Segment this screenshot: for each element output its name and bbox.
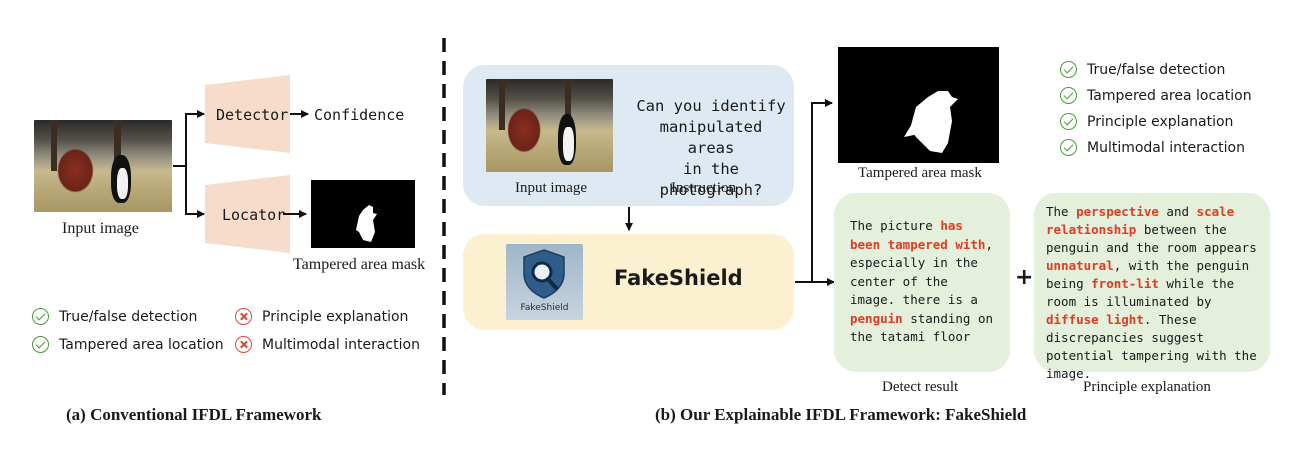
detect-result-text: The picture has been tampered with, espe… bbox=[850, 217, 1000, 347]
input-image-right bbox=[486, 79, 613, 172]
text-segment: while the room is illuminated by bbox=[1046, 276, 1235, 309]
mask-caption-left: Tampered area mask bbox=[293, 256, 426, 273]
check-circle-icon bbox=[32, 308, 49, 325]
text-segment: between the penguin and the room appears bbox=[1046, 222, 1257, 255]
model-name: FakeShield bbox=[614, 266, 743, 290]
detector-module bbox=[205, 75, 290, 153]
plus-sign: + bbox=[1015, 265, 1034, 290]
right-title: (b) Our Explainable IFDL Framework: Fake… bbox=[655, 405, 1027, 424]
check-item: True/false detection bbox=[32, 308, 197, 325]
text-segment: The bbox=[1046, 204, 1077, 219]
check-item: Principle explanation bbox=[1060, 113, 1233, 130]
check-item: Tampered area location bbox=[32, 336, 224, 353]
fakeshield-logo: FakeShield bbox=[506, 244, 583, 320]
confidence-label: Confidence bbox=[314, 106, 405, 124]
highlighted-phrase: front-lit bbox=[1091, 276, 1159, 291]
question-text: Can you identify manipulated areas in th… bbox=[636, 97, 786, 199]
highlighted-phrase: unnatural bbox=[1046, 258, 1114, 273]
check-item: Principle explanation bbox=[235, 308, 408, 325]
text-segment: . These discrepancies suggest potential … bbox=[1046, 312, 1257, 381]
shield-magnifier-icon bbox=[523, 249, 565, 299]
principle-panel bbox=[1034, 193, 1270, 372]
text-segment: and bbox=[1158, 204, 1197, 219]
text-segment: standing on the tatami floor bbox=[850, 310, 993, 345]
highlighted-phrase: diffuse light bbox=[1046, 312, 1144, 327]
input-image-caption-left: Input image bbox=[62, 220, 139, 237]
check-item: Multimodal interaction bbox=[235, 336, 420, 353]
check-circle-icon bbox=[1060, 61, 1077, 78]
check-circle-icon bbox=[1060, 139, 1077, 156]
detect-result-caption: Detect result bbox=[882, 379, 959, 395]
instruction-caption: Instruction bbox=[671, 180, 736, 196]
highlighted-phrase: perspective bbox=[1076, 204, 1159, 219]
detect-result-panel bbox=[834, 193, 1010, 372]
locator-label: Locator bbox=[222, 206, 286, 224]
principle-explanation-text: The perspective and scale relationship b… bbox=[1046, 203, 1262, 383]
text-segment: The picture bbox=[850, 218, 941, 233]
logo-text: FakeShield bbox=[520, 303, 569, 313]
text-segment: , especially in the center of the image.… bbox=[850, 236, 993, 308]
principle-caption: Principle explanation bbox=[1083, 379, 1211, 395]
detector-label: Detector bbox=[216, 106, 289, 124]
highlighted-phrase: penguin bbox=[850, 310, 903, 326]
input-image-left bbox=[34, 120, 172, 212]
tampered-mask-left bbox=[311, 180, 415, 248]
check-item: Multimodal interaction bbox=[1060, 139, 1245, 156]
x-circle-icon bbox=[235, 336, 252, 353]
x-circle-icon bbox=[235, 308, 252, 325]
left-title: (a) Conventional IFDL Framework bbox=[66, 405, 322, 424]
mask-caption-right: Tampered area mask bbox=[858, 165, 982, 181]
check-item: Tampered area location bbox=[1060, 87, 1252, 104]
highlighted-phrase: scale relationship bbox=[1046, 204, 1235, 237]
check-circle-icon bbox=[1060, 87, 1077, 104]
check-item: True/false detection bbox=[1060, 61, 1225, 78]
text-segment: , with the penguin being bbox=[1046, 258, 1250, 291]
highlighted-phrase: has been tampered with bbox=[850, 218, 986, 252]
check-circle-icon bbox=[1060, 113, 1077, 130]
check-circle-icon bbox=[32, 336, 49, 353]
tampered-mask-right bbox=[838, 47, 999, 163]
input-image-caption-right: Input image bbox=[515, 180, 588, 196]
locator-module bbox=[205, 175, 290, 253]
